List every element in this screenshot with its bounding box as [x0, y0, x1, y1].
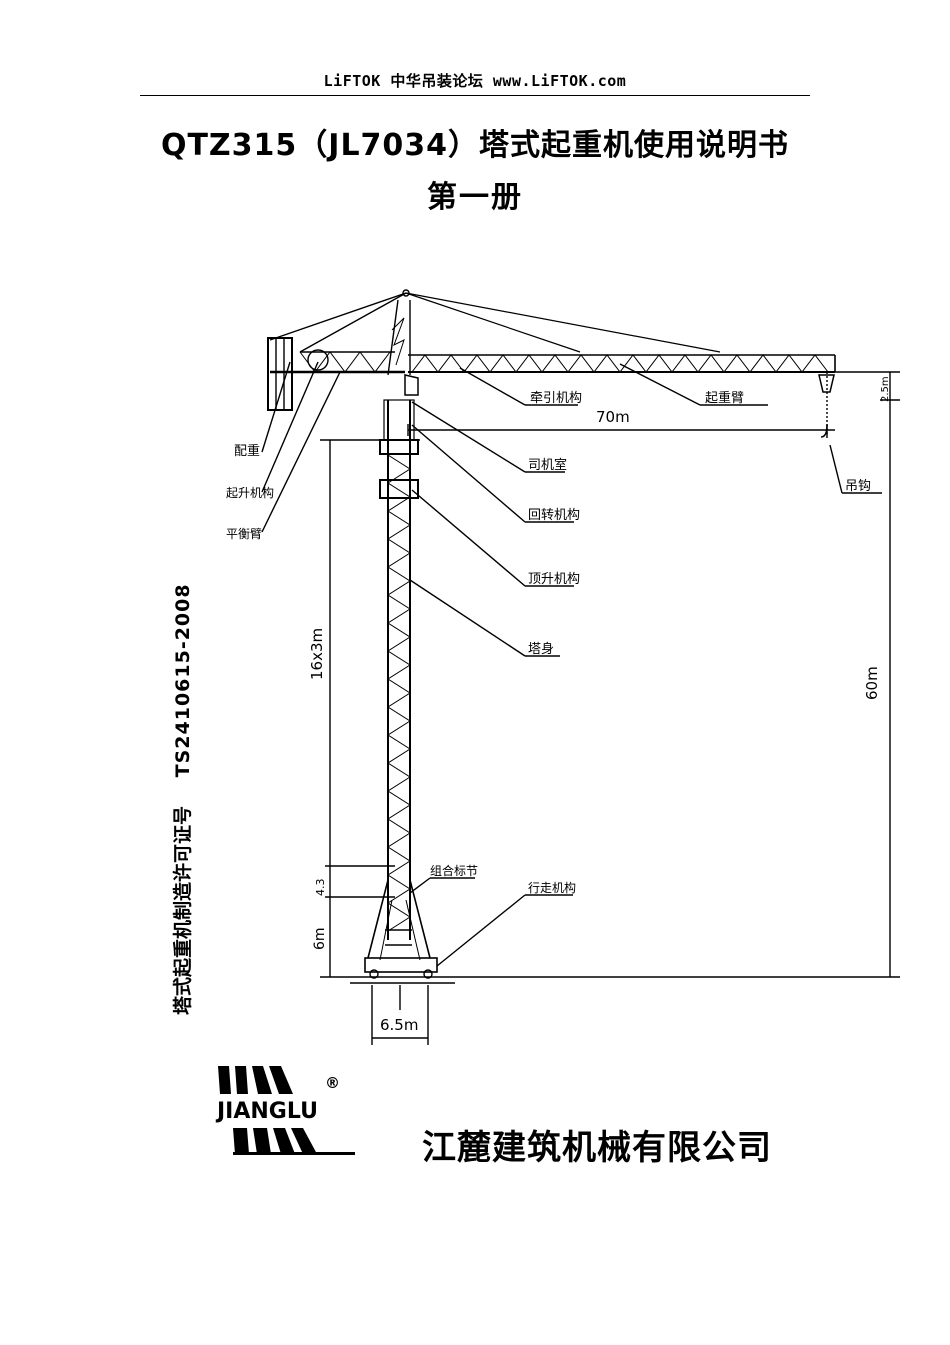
registered-mark: ® — [325, 1074, 340, 1092]
logo-text: JIANGLU — [215, 1099, 318, 1124]
dim-hook-drop: 2.5m — [880, 376, 891, 402]
label-climbing-mechanism: 顶升机构 — [528, 572, 580, 587]
dim-jib-length: 70m — [596, 408, 630, 426]
counterweight — [267, 337, 293, 411]
label-slewing-mechanism: 回转机构 — [528, 508, 580, 523]
label-hoist-mechanism: 起升机构 — [226, 485, 274, 500]
jianglu-logo: JIANGLU ® — [215, 1066, 355, 1155]
dim-track-gauge: 6.5m — [380, 1016, 418, 1034]
license-code: TS2410615-2008 — [172, 583, 194, 778]
document-title: QTZ315（JL7034）塔式起重机使用说明书 — [160, 128, 790, 163]
label-trolley-mechanism: 牵引机构 — [530, 391, 582, 406]
label-travel-mechanism: 行走机构 — [528, 880, 576, 895]
header-rule — [140, 95, 810, 96]
label-tower-body: 塔身 — [528, 641, 554, 657]
label-cab: 司机室 — [528, 457, 567, 473]
dim-base-height: 6m — [312, 927, 328, 950]
label-hook: 吊钩 — [845, 479, 871, 494]
manufacturing-license: 塔式起重机制造许可证号 TS2410615-2008 — [168, 561, 195, 1015]
label-counterweight: 配重 — [234, 443, 260, 459]
hook — [820, 424, 828, 438]
dim-overall-height: 60m — [863, 666, 881, 700]
label-jib: 起重臂 — [705, 390, 744, 406]
document-subtitle: 第一册 — [427, 180, 523, 215]
dim-tower-section-height: 16x3m — [308, 628, 326, 680]
tower-mast — [387, 400, 411, 940]
hoist-drum — [307, 349, 329, 371]
company-name: 江麓建筑机械有限公司 — [422, 1128, 772, 1168]
label-balance-arm: 平衡臂 — [226, 527, 262, 541]
dim-joint-height: 4.3 — [314, 879, 327, 897]
jib — [405, 292, 836, 373]
climbing-cage — [379, 479, 419, 499]
label-joint-section: 组合标节 — [430, 863, 478, 878]
page-header: LiFTOK 中华吊装论坛 www.LiFTOK.com — [323, 72, 627, 90]
slewing-ring — [379, 439, 419, 455]
license-label: 塔式起重机制造许可证号 — [172, 805, 194, 1015]
counter-jib — [269, 292, 407, 374]
